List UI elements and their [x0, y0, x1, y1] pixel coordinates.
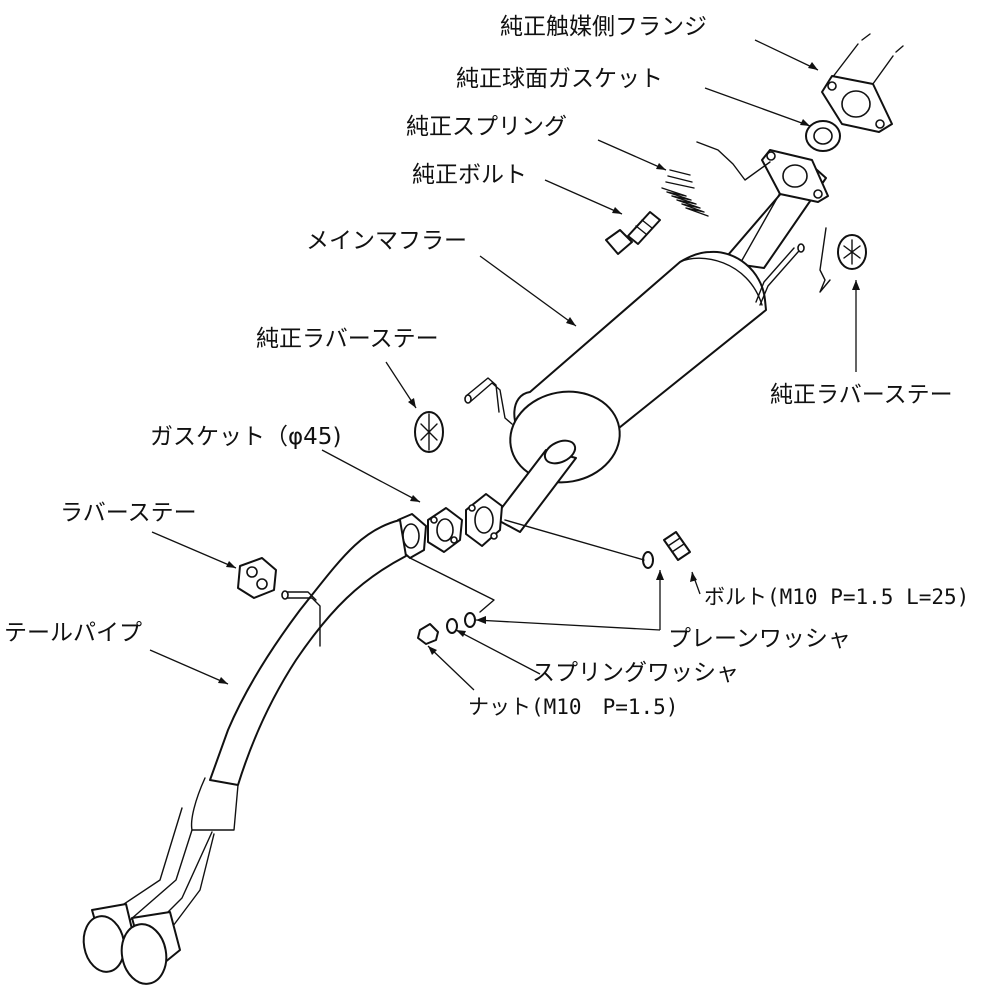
label-oem-spring: 純正スプリング — [406, 114, 567, 140]
label-rubber-stay: ラバーステー — [60, 500, 197, 526]
leader-lines — [149, 39, 860, 691]
break-line-upper — [696, 141, 771, 181]
oem-rubber-stay-left-part — [414, 411, 444, 453]
m10-bolt-part — [663, 531, 691, 561]
plain-washer-lower — [464, 612, 476, 628]
rubber-stay-part — [237, 557, 277, 599]
oem-pipe-stub — [831, 33, 904, 89]
tail-pipe-hanger — [281, 590, 321, 647]
alignment-line-lower — [409, 557, 495, 613]
label-oem-rubber-stay-left: 純正ラバーステー — [256, 326, 439, 352]
oem-bolt — [605, 211, 661, 255]
label-gasket-phi45: ガスケット（φ45) — [150, 424, 341, 450]
nut-part — [417, 623, 439, 645]
muffler-outlet-pipe — [493, 439, 577, 533]
label-oem-rubber-stay-right: 純正ラバーステー — [770, 382, 953, 408]
muffler-hanger-left — [464, 377, 513, 425]
oem-rubber-stay-right-part — [837, 234, 867, 270]
oem-spring — [661, 169, 709, 217]
oem-spherical-gasket — [805, 120, 841, 152]
gasket-phi45-part — [427, 507, 463, 553]
tail-pipe-tip-right — [120, 911, 181, 985]
inlet-flange — [761, 149, 829, 203]
break-line-right — [819, 227, 831, 293]
muffler-hanger-right — [755, 243, 805, 306]
muffler-outlet-flange — [465, 493, 503, 547]
label-oem-bolt: 純正ボルト — [412, 162, 527, 188]
label-tail-pipe: テールパイプ — [4, 620, 142, 646]
oem-catalyst-flange — [821, 75, 893, 133]
label-nut-spec: ナット(M10 P=1.5) — [468, 695, 678, 719]
label-main-muffler: メインマフラー — [306, 228, 467, 254]
spring-washer-part — [446, 618, 458, 634]
label-plain-washer: プレーンワッシャ — [668, 626, 851, 652]
label-bolt-spec: ボルト(M10 P=1.5 L=25) — [704, 585, 969, 609]
alignment-line-bolt — [504, 519, 645, 561]
label-oem-spherical-gasket: 純正球面ガスケット — [456, 66, 663, 92]
label-oem-catalyst-flange: 純正触媒側フランジ — [500, 14, 707, 40]
label-spring-washer: スプリングワッシャ — [532, 660, 739, 686]
